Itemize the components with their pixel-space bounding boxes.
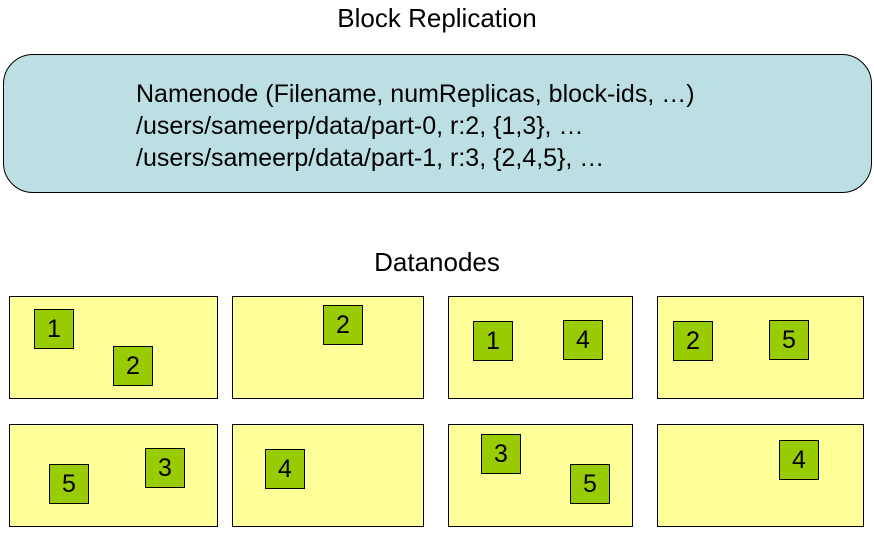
- block-4-square: 4: [265, 449, 305, 489]
- block-5-square: 5: [49, 464, 89, 504]
- datanode-2-box: 2: [232, 296, 424, 399]
- block-1-square: 1: [34, 309, 74, 349]
- block-3-square: 3: [145, 448, 185, 488]
- namenode-heading: Namenode (Filename, numReplicas, block-i…: [136, 80, 695, 108]
- block-2-square: 2: [113, 346, 153, 386]
- block-3-square: 3: [481, 434, 521, 474]
- namenode-file-entry-part0: /users/sameerp/data/part-0, r:2, {1,3}, …: [136, 112, 584, 140]
- block-4-square: 4: [779, 440, 819, 480]
- namenode-box: Namenode (Filename, numReplicas, block-i…: [3, 54, 872, 193]
- datanode-8-box: 4: [657, 424, 864, 527]
- namenode-file-entry-part1: /users/sameerp/data/part-1, r:3, {2,4,5}…: [136, 144, 605, 172]
- diagram-title: Block Replication: [337, 3, 537, 33]
- block-2-square: 2: [323, 305, 363, 345]
- block-1-square: 1: [473, 321, 513, 361]
- block-2-square: 2: [673, 321, 713, 361]
- block-5-square: 5: [570, 464, 610, 504]
- block-4-square: 4: [563, 320, 603, 360]
- datanodes-label: Datanodes: [374, 247, 500, 277]
- block-5-square: 5: [769, 320, 809, 360]
- datanode-6-box: 4: [232, 424, 424, 527]
